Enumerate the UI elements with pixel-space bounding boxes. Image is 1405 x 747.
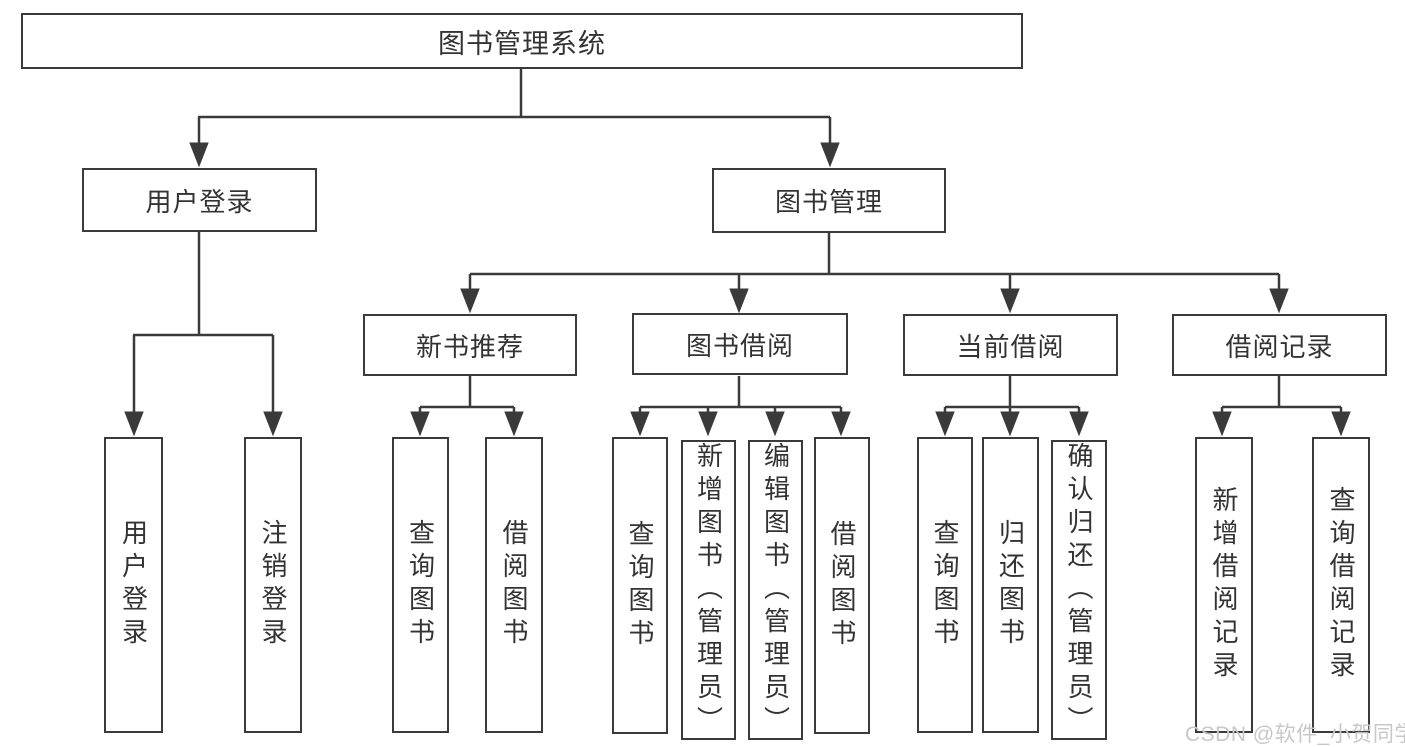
arrow-down-icon — [698, 411, 718, 437]
arrow-down-icon — [263, 411, 283, 437]
node-book-management: 图书管理 — [712, 168, 946, 233]
arrow-down-icon — [189, 142, 209, 168]
arrow-down-icon — [765, 411, 785, 437]
node-leaf-query-books-3: 查询图书 — [917, 437, 973, 733]
node-leaf-return-books: 归还图书 — [982, 437, 1039, 733]
node-label: 查询图书 — [405, 519, 436, 651]
arrow-down-icon — [504, 411, 524, 437]
node-label: 归还图书 — [995, 519, 1026, 651]
connector-current-borrow-children — [943, 376, 1081, 413]
node-leaf-borrow-books-1: 借阅图书 — [485, 437, 543, 733]
node-book-borrow: 图书借阅 — [632, 313, 848, 375]
arrow-down-icon — [1000, 411, 1020, 437]
node-leaf-add-borrow-record: 新增借阅记录 — [1195, 437, 1253, 733]
node-label: 查询图书 — [930, 519, 960, 651]
arrow-down-icon — [1331, 411, 1351, 437]
node-new-book-recommend: 新书推荐 — [363, 314, 577, 376]
connector-book-borrow-children — [638, 376, 843, 413]
arrow-down-icon — [831, 411, 851, 437]
node-leaf-query-books-2: 查询图书 — [612, 437, 668, 734]
connector-root-to-level2 — [197, 69, 832, 144]
node-leaf-add-books-admin: 新增图书（管理员） — [681, 440, 736, 740]
arrow-down-icon — [729, 288, 749, 314]
node-leaf-edit-books-admin: 编辑图书（管理员） — [748, 440, 803, 740]
arrow-down-icon — [820, 142, 840, 168]
arrow-down-icon — [630, 411, 650, 437]
node-label: 新增借阅记录 — [1209, 486, 1239, 684]
node-label: 用户登录 — [118, 519, 149, 651]
node-label: 新增图书（管理员） — [693, 441, 724, 739]
connector-new-book-children — [418, 376, 516, 413]
arrow-down-icon — [935, 411, 955, 437]
node-leaf-borrow-books-2: 借阅图书 — [814, 437, 870, 734]
connector-borrow-records-children — [1220, 376, 1343, 413]
arrow-down-icon — [1069, 411, 1089, 437]
node-label: 借阅图书 — [499, 519, 529, 651]
node-label: 查询图书 — [625, 519, 655, 652]
node-leaf-query-borrow-record: 查询借阅记录 — [1312, 437, 1370, 733]
node-label: 确认归还（管理员） — [1064, 441, 1094, 739]
node-leaf-query-books-1: 查询图书 — [392, 437, 449, 733]
csdn-watermark: CSDN @软件_小贺同学 — [1185, 723, 1405, 746]
node-borrow-records: 借阅记录 — [1172, 314, 1387, 376]
node-leaf-confirm-return-admin: 确认归还（管理员） — [1051, 440, 1107, 740]
arrow-down-icon — [1269, 288, 1289, 314]
node-label: 查询借阅记录 — [1326, 486, 1356, 684]
node-current-borrow: 当前借阅 — [903, 314, 1118, 376]
node-user-login: 用户登录 — [82, 168, 317, 232]
connector-user-login-children — [132, 232, 275, 413]
node-label: 借阅图书 — [827, 519, 857, 652]
arrow-down-icon — [460, 288, 480, 314]
arrow-down-icon — [1212, 411, 1232, 437]
node-leaf-logout: 注销登录 — [244, 437, 302, 733]
node-label: 编辑图书（管理员） — [760, 441, 791, 739]
node-leaf-user-login: 用户登录 — [104, 437, 163, 733]
node-root-library-management-system: 图书管理系统 — [21, 13, 1023, 69]
arrow-down-icon — [410, 411, 430, 437]
connector-book-mgmt-to-level3 — [468, 233, 1281, 290]
arrow-down-icon — [1000, 288, 1020, 314]
node-label: 注销登录 — [258, 519, 288, 651]
arrow-down-icon — [124, 411, 144, 437]
